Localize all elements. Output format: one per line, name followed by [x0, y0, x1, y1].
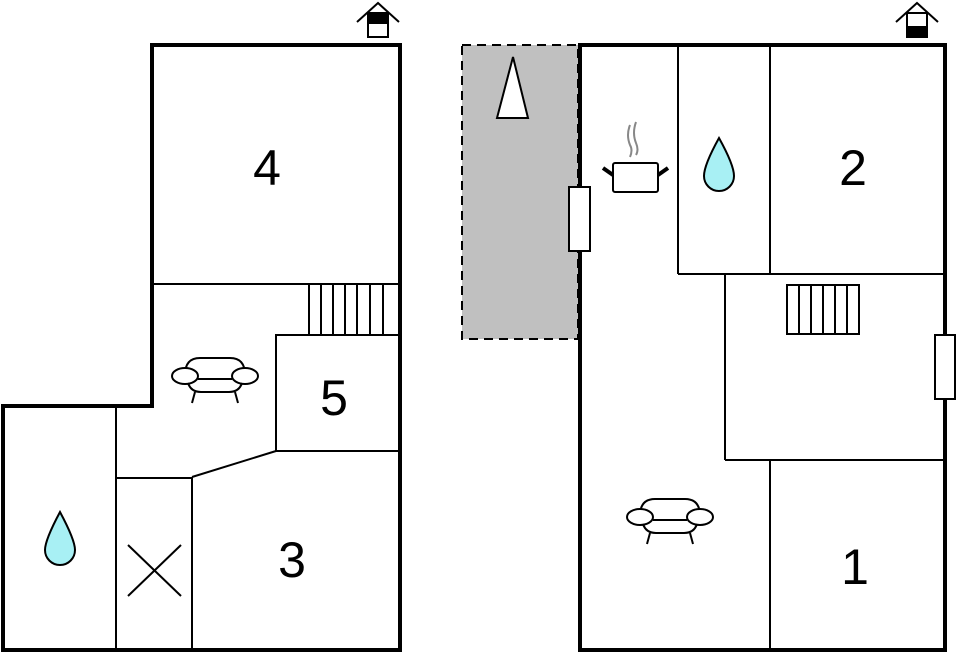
left-floor: 4 5 3	[1, 1, 402, 652]
left-outer-wall	[1, 43, 402, 652]
window-icon	[568, 186, 591, 252]
entrance-icon	[895, 1, 939, 38]
void-cross-icon	[127, 544, 182, 597]
stairs-icon	[786, 284, 860, 335]
wall	[191, 450, 277, 478]
room-3-label: 3	[278, 532, 306, 588]
sofa-icon	[626, 498, 714, 545]
tree-icon	[495, 56, 530, 119]
room-5-label: 5	[320, 370, 348, 426]
right-floor: 2 1	[461, 1, 956, 652]
entrance-icon	[356, 1, 400, 38]
room-4-label: 4	[253, 140, 281, 196]
window-icon	[934, 334, 956, 400]
bathroom-water-icon	[43, 509, 77, 566]
bathroom-water-icon	[702, 135, 736, 192]
sofa-icon	[171, 357, 259, 404]
room-2-label: 2	[839, 140, 867, 196]
kitchen-pot-icon	[601, 121, 670, 193]
stairs-icon	[308, 283, 384, 336]
room-1-label: 1	[841, 539, 869, 595]
